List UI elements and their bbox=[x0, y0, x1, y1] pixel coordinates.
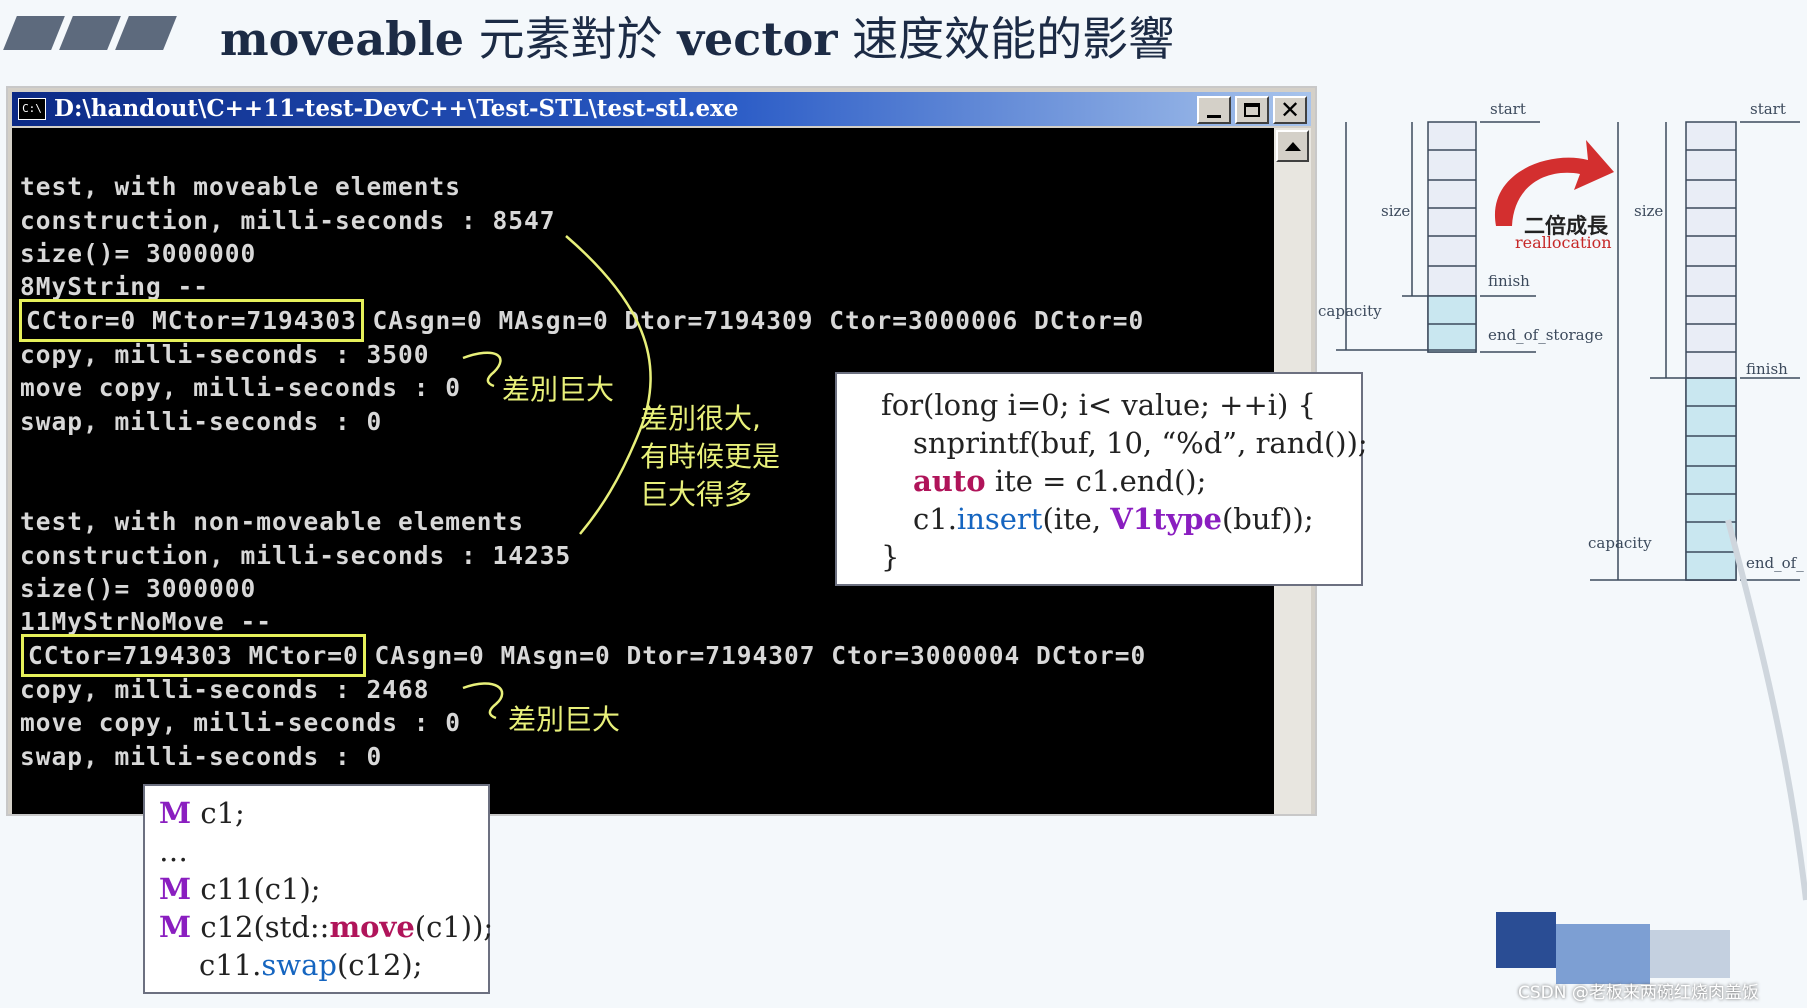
code-line: c11.swap(c12); bbox=[199, 948, 423, 982]
blurred-logo bbox=[1650, 930, 1730, 978]
label-capacity-left: capacity bbox=[1318, 302, 1382, 320]
code-line: } bbox=[881, 540, 900, 574]
label-reallocation: reallocation bbox=[1515, 233, 1612, 252]
console-stats-row: CCtor=7194303 MCtor=0 CAsgn=0 MAsgn=0 Dt… bbox=[21, 634, 1147, 677]
close-button[interactable]: ✕ bbox=[1273, 96, 1307, 124]
label-end-of-storage: end_of_storage bbox=[1488, 326, 1604, 344]
code-line: … bbox=[159, 834, 188, 868]
maximize-button[interactable] bbox=[1235, 96, 1269, 124]
console-stats-row: CCtor=0 MCtor=7194303 CAsgn=0 MAsgn=0 Dt… bbox=[19, 299, 1145, 342]
label-end-right: end_of_ bbox=[1746, 554, 1804, 572]
label-capacity-right: capacity bbox=[1588, 534, 1652, 552]
console-line: test, with non-moveable elements bbox=[20, 507, 525, 536]
code-line: c1.insert(ite, V1type(buf)); bbox=[913, 502, 1314, 536]
label-start-left: start bbox=[1490, 100, 1526, 118]
maximize-icon bbox=[1244, 103, 1260, 117]
label-start-right: start bbox=[1750, 100, 1786, 118]
code-box-insert: for(long i=0; i< value; ++i) { snprintf(… bbox=[835, 372, 1368, 586]
label-size-left: size bbox=[1381, 202, 1411, 220]
slide-title: moveable 元素對於 vector 速度效能的影響 bbox=[220, 12, 1175, 66]
console-line: copy, milli-seconds : 3500 bbox=[20, 340, 430, 369]
console-line: size()= 3000000 bbox=[20, 239, 257, 268]
highlight-box-moveable: CCtor=0 MCtor=7194303 bbox=[19, 299, 364, 342]
console-line: construction, milli-seconds : 14235 bbox=[20, 541, 572, 570]
console-line: test, with moveable elements bbox=[20, 172, 462, 201]
annotation-diff-big: 差別很大, 有時候更是 巨大得多 bbox=[640, 402, 781, 511]
arrow-up-icon bbox=[1284, 141, 1301, 151]
minimize-button[interactable] bbox=[1197, 96, 1231, 124]
label-finish-left: finish bbox=[1488, 272, 1530, 290]
code-line: for(long i=0; i< value; ++i) { bbox=[881, 388, 1316, 422]
blurred-logo bbox=[1556, 924, 1650, 984]
csdn-watermark: CSDN @老板来两碗红烧肉盖饭 bbox=[1518, 983, 1759, 1003]
console-line: 8MyString -- bbox=[20, 272, 210, 301]
console-line: 11MyStrNoMove -- bbox=[20, 607, 273, 636]
console-line: move copy, milli-seconds : 0 bbox=[20, 708, 462, 737]
annotation-diff-huge-1: 差別巨大 bbox=[502, 373, 615, 406]
code-line: auto ite = c1.end(); bbox=[913, 464, 1207, 498]
console-line: swap, milli-seconds : 0 bbox=[20, 742, 383, 771]
code-line: M c1; bbox=[159, 796, 245, 830]
blurred-logo bbox=[1496, 912, 1556, 968]
console-line: copy, milli-seconds : 2468 bbox=[20, 675, 430, 704]
console-line: swap, milli-seconds : 0 bbox=[20, 407, 383, 436]
code-line: M c11(c1); bbox=[159, 872, 321, 906]
scroll-up-button[interactable] bbox=[1276, 130, 1309, 162]
window-titlebar[interactable]: C:\ D:\handout\C++11-test-DevC++\Test-ST… bbox=[12, 92, 1311, 126]
code-line: snprintf(buf, 10, “%d”, rand()); bbox=[913, 426, 1368, 460]
window-title: D:\handout\C++11-test-DevC++\Test-STL\te… bbox=[54, 95, 739, 122]
highlight-box-non-moveable: CCtor=7194303 MCtor=0 bbox=[21, 634, 366, 677]
label-finish-right: finish bbox=[1746, 360, 1788, 378]
command-prompt-icon[interactable]: C:\ bbox=[18, 98, 46, 120]
minimize-icon bbox=[1207, 114, 1221, 118]
console-line: move copy, milli-seconds : 0 bbox=[20, 373, 462, 402]
code-line: M c12(std::move(c1)); bbox=[159, 910, 494, 944]
console-line: size()= 3000000 bbox=[20, 574, 257, 603]
code-box-move: M c1; … M c11(c1); M c12(std::move(c1));… bbox=[143, 784, 494, 994]
console-line: construction, milli-seconds : 8547 bbox=[20, 206, 556, 235]
label-size-right: size bbox=[1634, 202, 1664, 220]
label-double-growth: 二倍成長 bbox=[1524, 214, 1608, 238]
close-icon: ✕ bbox=[1279, 96, 1301, 124]
annotation-diff-huge-2: 差別巨大 bbox=[508, 703, 621, 736]
